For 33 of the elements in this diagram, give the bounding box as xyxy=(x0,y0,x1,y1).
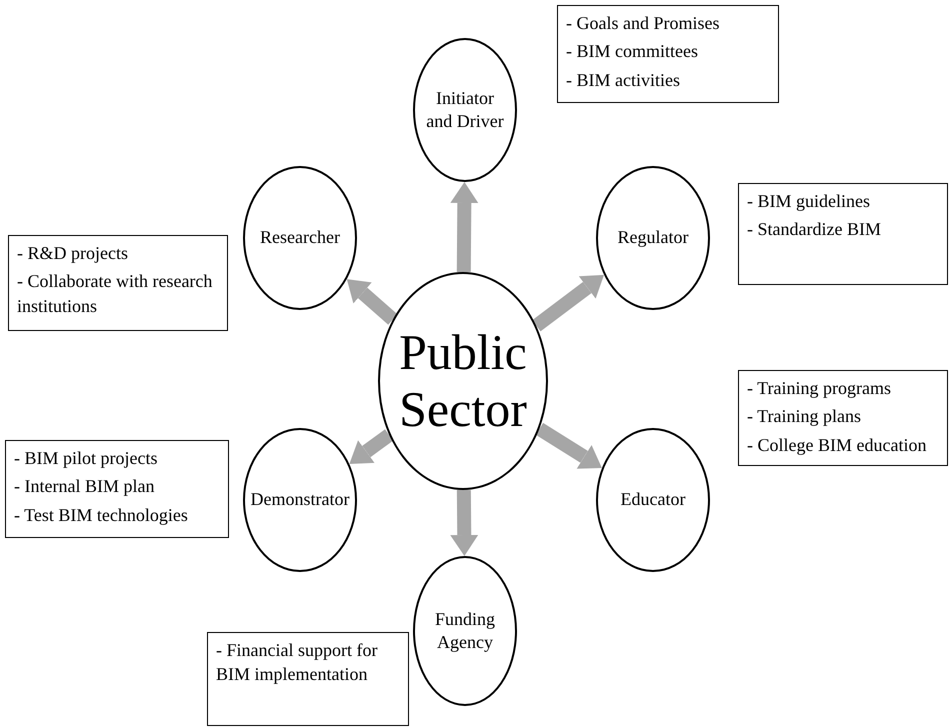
role-label: Educator xyxy=(620,488,686,512)
bullet-item: - Goals and Promises xyxy=(566,12,720,35)
bullet-item: - Training programs xyxy=(747,377,892,400)
bullet-item: - Collaborate with research institutions xyxy=(17,270,214,318)
note-box xyxy=(5,440,229,538)
note-box xyxy=(738,183,948,285)
bullet-item: - Internal BIM plan xyxy=(14,475,156,498)
bullet-item: - BIM pilot projects xyxy=(14,447,158,470)
block-arrow xyxy=(349,429,394,464)
role-label: Researcher xyxy=(259,226,341,250)
bullet-item: - Training plans xyxy=(747,405,862,428)
role-label: Funding Agency xyxy=(434,608,496,654)
block-arrow xyxy=(532,274,604,332)
note-box xyxy=(557,5,779,103)
role-label: Regulator xyxy=(616,226,690,250)
bullet-item: - BIM activities xyxy=(566,68,681,92)
bullet-item: - BIM committees xyxy=(566,40,699,64)
bullet-item: - College BIM education xyxy=(747,434,928,457)
note-box xyxy=(207,632,409,726)
block-arrow xyxy=(536,422,602,469)
note-box xyxy=(738,370,948,466)
block-arrow xyxy=(450,490,478,556)
bullet-item: - Test BIM technologies xyxy=(14,504,189,527)
note-box xyxy=(8,235,228,331)
bullet-item: - Financial support for BIM implementation xyxy=(216,639,378,686)
bullet-item: - R&D projects xyxy=(17,242,129,265)
block-arrow xyxy=(450,182,478,272)
role-label: Demonstrator xyxy=(250,488,350,512)
bullet-item: - Standardize BIM xyxy=(747,218,882,242)
bullet-item: - BIM guidelines xyxy=(747,190,871,213)
role-label: Initiator and Driver xyxy=(425,86,505,133)
center-title: Public Sector xyxy=(398,324,528,438)
block-arrow xyxy=(346,279,398,325)
